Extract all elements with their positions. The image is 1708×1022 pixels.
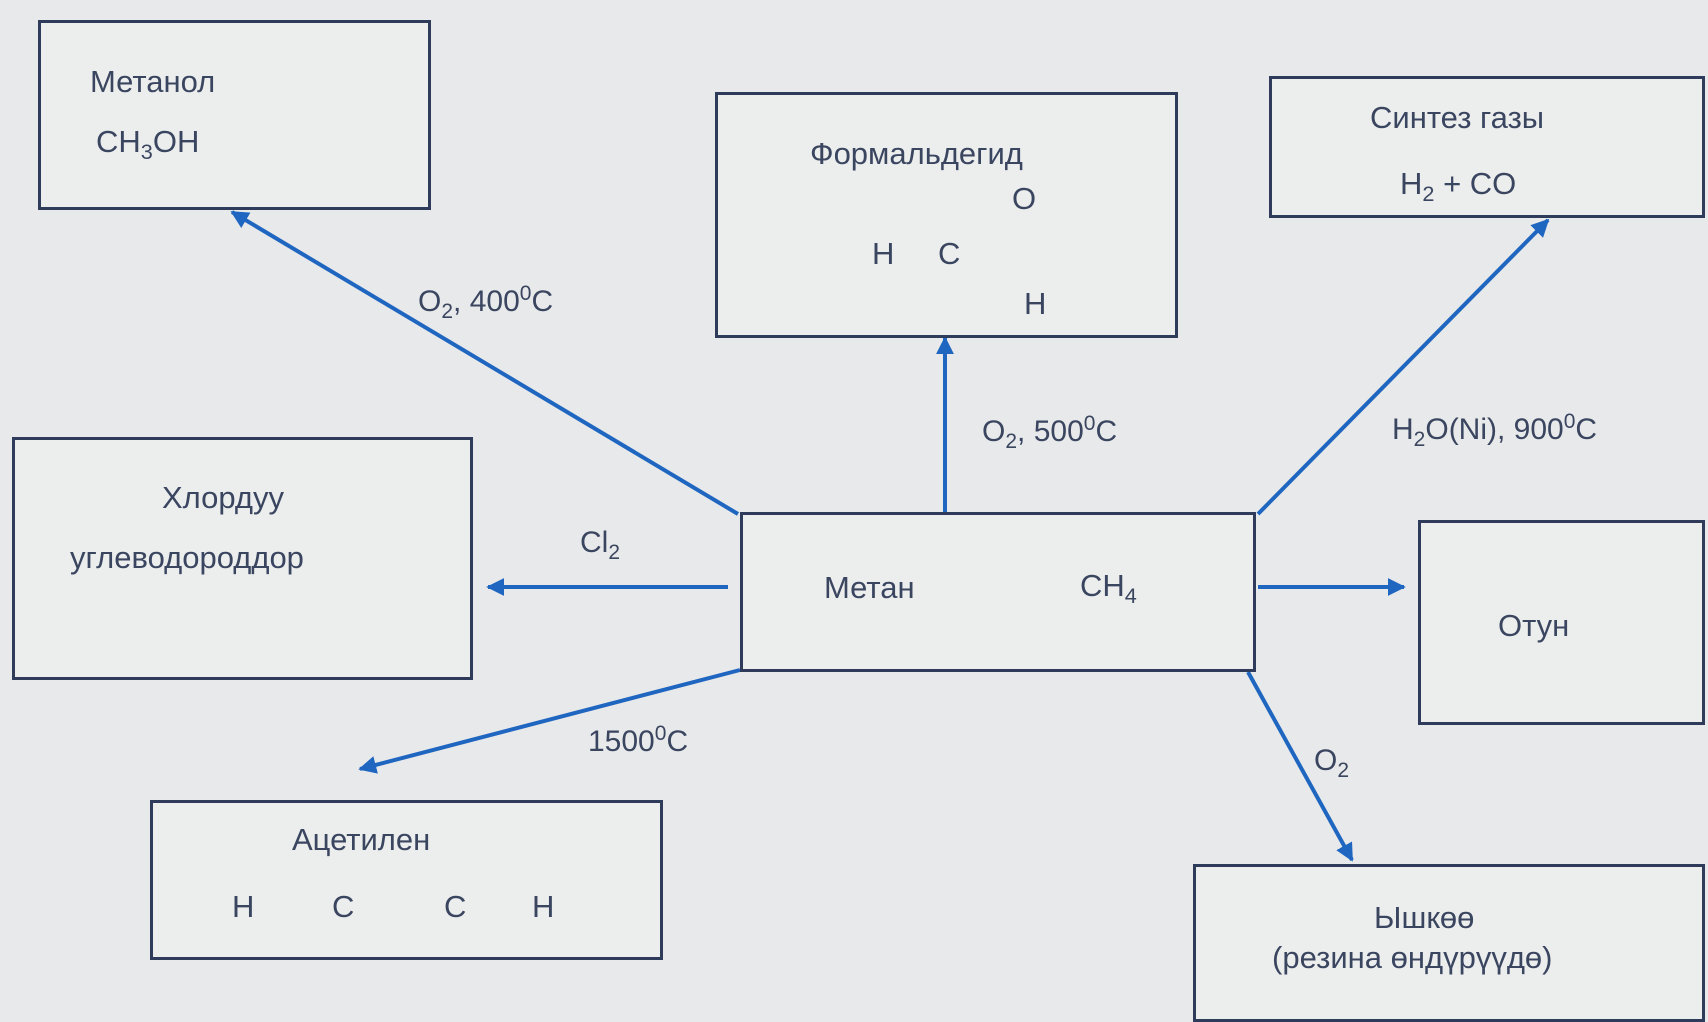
- chlorinated-box: [12, 437, 473, 680]
- formaldehyde-atom-c: C: [938, 236, 961, 271]
- formaldehyde-atom-h1: H: [872, 236, 895, 271]
- chlorinated-line1: Хлордуу: [162, 480, 284, 515]
- formaldehyde-atom-o: O: [1012, 181, 1037, 216]
- syngas-formula: H2 + CO: [1400, 166, 1517, 207]
- acetylene-atom-h1: H: [232, 889, 255, 924]
- soot-line1: Ышкөө: [1374, 900, 1475, 935]
- fuel-box: [1418, 520, 1705, 725]
- arrow-to-acetylene: [358, 668, 741, 774]
- methane-box: [740, 512, 1256, 672]
- syngas-box: [1269, 76, 1705, 218]
- methane-formula: CH4: [1080, 568, 1137, 609]
- label-to-syngas: H2O(Ni), 9000C: [1392, 410, 1598, 451]
- arrow-to-soot: [1246, 671, 1354, 862]
- acetylene-box: [150, 800, 663, 960]
- fuel-name: Отун: [1498, 608, 1570, 643]
- arrow-to-syngas: [1256, 218, 1550, 516]
- label-to-soot: O2: [1314, 744, 1350, 782]
- label-to-formaldehyde: O2, 5000C: [982, 412, 1118, 453]
- acetylene-atom-c2: C: [444, 889, 467, 924]
- label-to-methanol: O2, 4000C: [418, 282, 554, 323]
- acetylene-atom-c1: C: [332, 889, 355, 924]
- methanol-formula: CH3OH: [96, 124, 200, 165]
- methane-name: Метан: [824, 570, 915, 605]
- label-to-chlorinated: Cl2: [580, 526, 621, 564]
- soot-box: [1193, 864, 1705, 1022]
- chlorinated-line2: углеводороддор: [70, 540, 304, 575]
- formaldehyde-name: Формальдегид: [810, 136, 1023, 171]
- acetylene-name: Ацетилен: [292, 822, 431, 857]
- soot-line2: (резина өндүрүүдө): [1272, 940, 1553, 975]
- label-to-acetylene: 15000C: [588, 722, 689, 758]
- methanol-name: Метанол: [90, 64, 216, 99]
- arrow-to-methanol: [230, 210, 740, 516]
- formaldehyde-atom-h2: H: [1024, 286, 1047, 321]
- syngas-name: Синтез газы: [1370, 100, 1545, 135]
- formaldehyde-box: [715, 92, 1178, 338]
- acetylene-atom-h2: H: [532, 889, 555, 924]
- methanol-box: [38, 20, 431, 210]
